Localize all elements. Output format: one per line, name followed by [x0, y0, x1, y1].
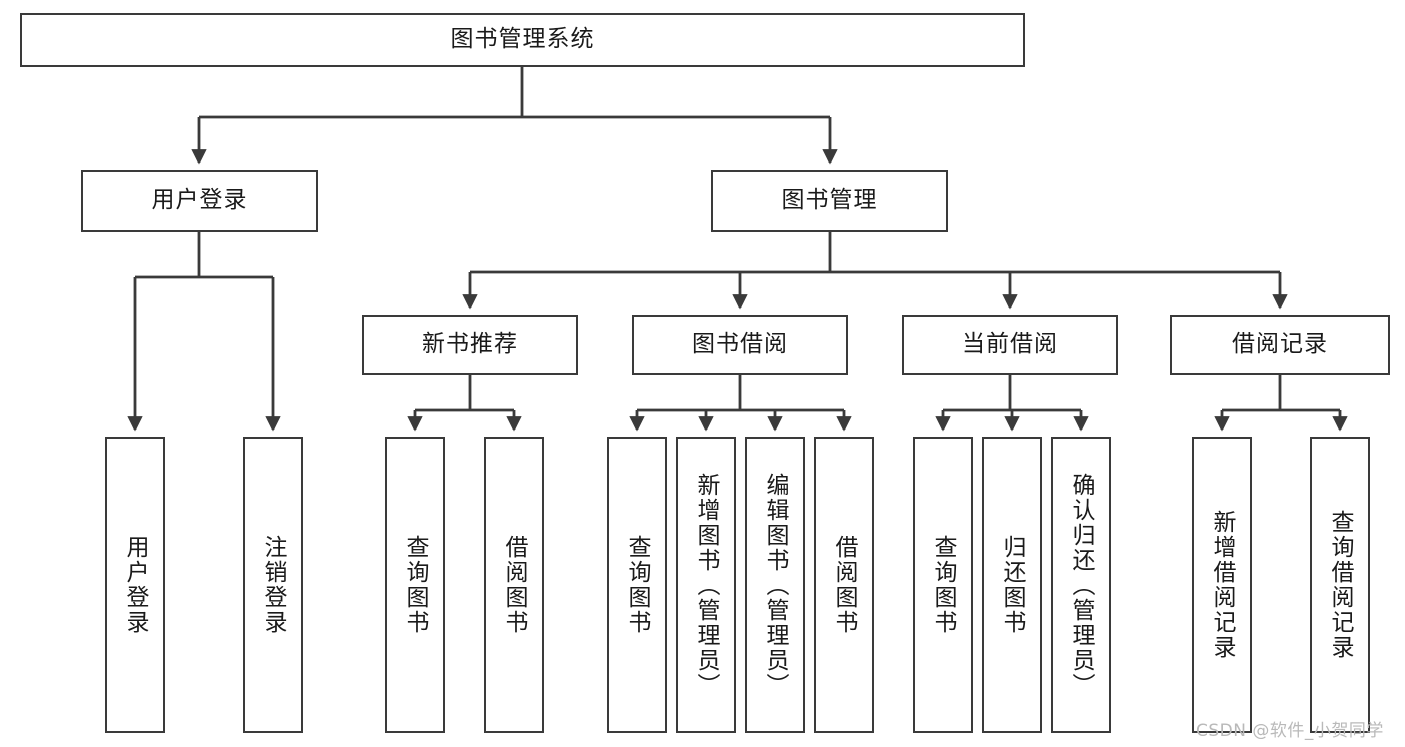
node-leaf-user-login[interactable]: 用户登录 [105, 437, 165, 733]
node-leaf-edit-book[interactable]: 编辑图书（管理员） [745, 437, 805, 733]
node-book-manage[interactable]: 图书管理 [711, 170, 948, 232]
node-new-book-recommend[interactable]: 新书推荐 [362, 315, 578, 375]
node-leaf-borrow-book-1-label: 借阅图书 [501, 535, 528, 635]
node-leaf-confirm-return-label: 确认归还（管理员） [1068, 472, 1095, 698]
node-leaf-add-book-label: 新增图书（管理员） [693, 472, 720, 698]
node-user-login-label: 用户登录 [151, 187, 248, 214]
node-book-borrow-label: 图书借阅 [692, 331, 788, 358]
node-current-borrow-label: 当前借阅 [962, 331, 1058, 358]
node-borrow-record[interactable]: 借阅记录 [1170, 315, 1390, 375]
node-leaf-query-book-1-label: 查询图书 [402, 535, 429, 635]
node-leaf-borrow-book-2-label: 借阅图书 [831, 535, 858, 635]
node-leaf-query-book-3[interactable]: 查询图书 [913, 437, 973, 733]
node-leaf-query-book-3-label: 查询图书 [930, 535, 957, 635]
node-leaf-return-book[interactable]: 归还图书 [982, 437, 1042, 733]
node-borrow-record-label: 借阅记录 [1232, 331, 1328, 358]
node-leaf-query-book-2[interactable]: 查询图书 [607, 437, 667, 733]
node-leaf-query-record-label: 查询借阅记录 [1327, 510, 1354, 660]
node-leaf-borrow-book-2[interactable]: 借阅图书 [814, 437, 874, 733]
node-leaf-logout[interactable]: 注销登录 [243, 437, 303, 733]
watermark-text: CSDN @软件_小贺同学 [1196, 721, 1384, 741]
node-leaf-query-book-2-label: 查询图书 [624, 535, 651, 635]
node-leaf-user-login-label: 用户登录 [122, 535, 149, 635]
node-new-book-recommend-label: 新书推荐 [422, 331, 518, 358]
node-root[interactable]: 图书管理系统 [20, 13, 1025, 67]
node-current-borrow[interactable]: 当前借阅 [902, 315, 1118, 375]
node-user-login[interactable]: 用户登录 [81, 170, 318, 232]
node-leaf-logout-label: 注销登录 [260, 535, 287, 635]
node-leaf-return-book-label: 归还图书 [999, 535, 1026, 635]
node-leaf-add-book[interactable]: 新增图书（管理员） [676, 437, 736, 733]
node-leaf-query-book-1[interactable]: 查询图书 [385, 437, 445, 733]
node-leaf-edit-book-label: 编辑图书（管理员） [762, 472, 789, 698]
node-leaf-add-record[interactable]: 新增借阅记录 [1192, 437, 1252, 733]
node-leaf-borrow-book-1[interactable]: 借阅图书 [484, 437, 544, 733]
node-root-label: 图书管理系统 [450, 26, 595, 53]
node-book-borrow[interactable]: 图书借阅 [632, 315, 848, 375]
node-leaf-add-record-label: 新增借阅记录 [1209, 510, 1236, 660]
node-book-manage-label: 图书管理 [781, 187, 878, 214]
node-leaf-confirm-return[interactable]: 确认归还（管理员） [1051, 437, 1111, 733]
node-leaf-query-record[interactable]: 查询借阅记录 [1310, 437, 1370, 733]
